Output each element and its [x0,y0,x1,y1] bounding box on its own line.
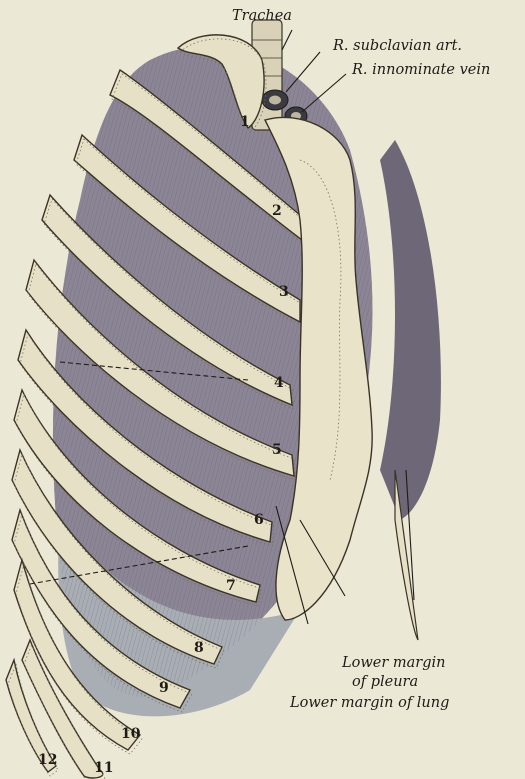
pleura-label-line2: of pleura [352,674,418,690]
rib-number-11: 11 [94,760,113,776]
lung-margin-label: Lower margin of lung [289,695,449,711]
innominate-vein-label: R. innominate vein [351,62,490,78]
rib-number-12: 12 [38,752,57,768]
rib-number-4: 4 [274,375,284,391]
rib-number-2: 2 [272,203,282,219]
rib-number-7: 7 [226,578,236,594]
pleura-label-line1: Lower margin [341,655,445,671]
trachea-label: Trachea [232,8,292,24]
rib-number-6: 6 [254,512,264,528]
rib-number-10: 10 [121,726,141,742]
rib-number-9: 9 [159,680,169,696]
subclavian-artery [262,90,288,110]
rib-number-5: 5 [272,442,282,458]
subclavian-artery-label: R. subclavian art. [332,38,462,54]
rib-number-8: 8 [194,640,204,656]
rib-number-3: 3 [279,284,289,300]
rib-number-1: 1 [240,114,250,130]
